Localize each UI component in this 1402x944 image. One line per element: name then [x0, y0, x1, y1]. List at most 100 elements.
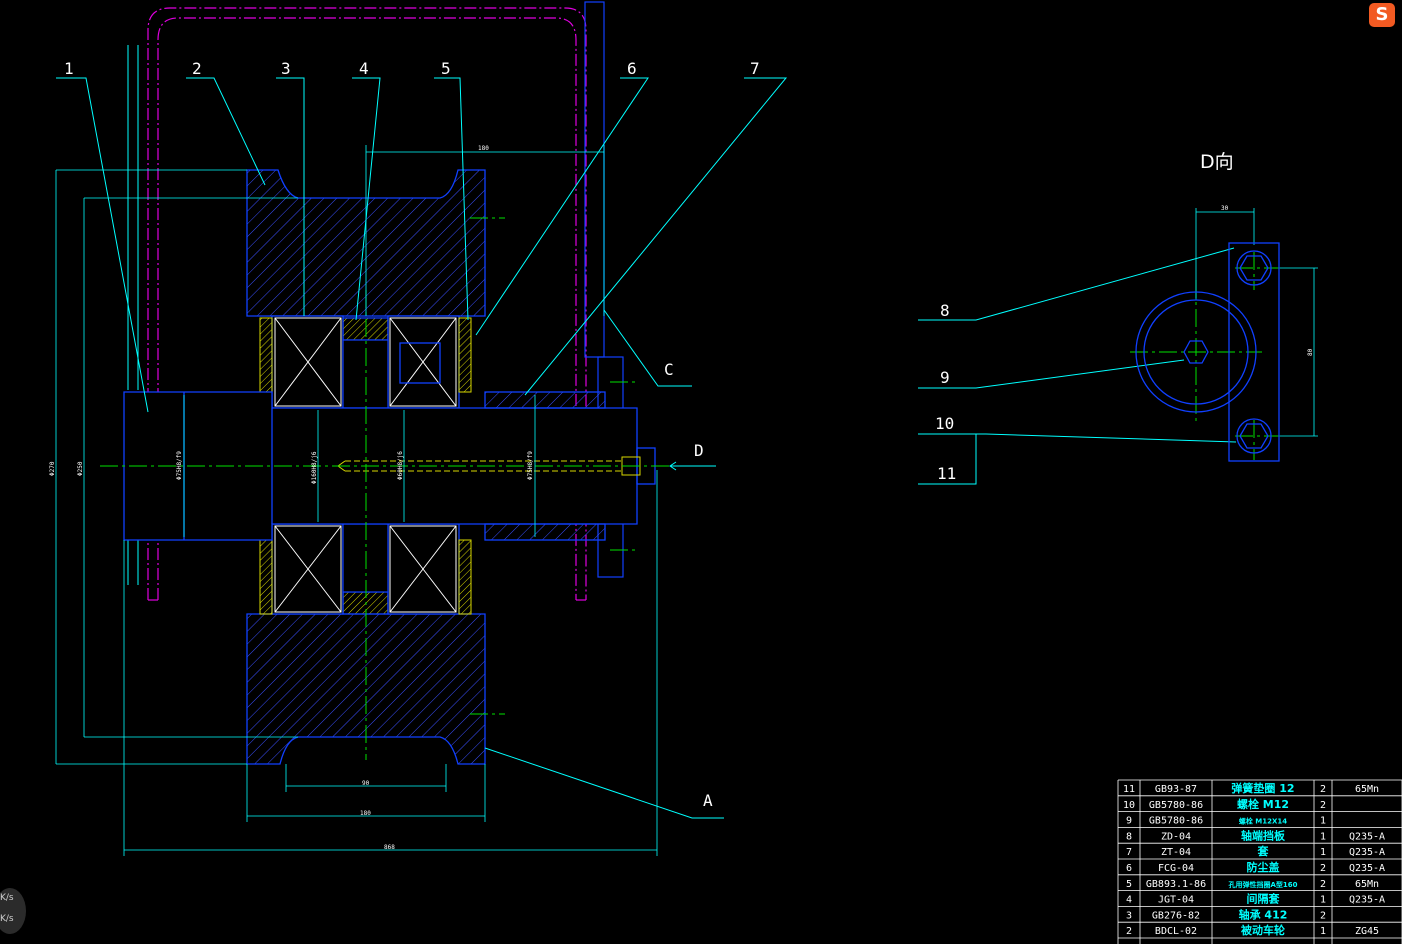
- bom-cell-code: ZT-04: [1161, 847, 1191, 858]
- bom-cell-qty: 1: [1320, 847, 1326, 858]
- leader-lines: [56, 77, 1237, 819]
- bom-row: 6 FCG-04 防尘盖 2 Q235-A: [1126, 860, 1385, 874]
- dimension-texts: 180 90 180 868 Φ270 Φ250 Φ75H8/f9 Φ160H8…: [49, 145, 1314, 851]
- label-1: 1: [64, 59, 74, 78]
- bom-cell-code: JGT-04: [1158, 895, 1194, 906]
- ref-label-a: A: [703, 791, 713, 810]
- bom-row: 11 GB93-87 弹簧垫圈 12 2 65Mn: [1123, 781, 1379, 795]
- dim-rim-outer: 180: [360, 810, 371, 817]
- frame-left-cyan: [127, 45, 139, 585]
- bom-cell-code: BDCL-02: [1155, 926, 1197, 937]
- bom-cell-mat: Q235-A: [1349, 863, 1385, 874]
- d-view: [1135, 242, 1280, 462]
- bom-row: 9 GB5780-86 螺栓 M12X14 1: [1126, 816, 1326, 827]
- bom-cell-mat: 65Mn: [1355, 879, 1379, 890]
- network-speed-widget[interactable]: K/s K/s: [0, 888, 26, 934]
- shaft-bolt: [337, 456, 641, 476]
- bom-cell-no: 4: [1126, 895, 1132, 906]
- d-arrow-label: D: [694, 441, 704, 460]
- dim-dview-width: 30: [1221, 205, 1229, 212]
- ref-label-c: C: [664, 360, 674, 379]
- leader-labels: 1 2 3 4 5 6 7 8 9 10 11 D向 D A C: [64, 59, 1234, 810]
- bom-cell-name: 螺栓 M12: [1237, 797, 1289, 811]
- bom-cell-no: 11: [1123, 784, 1135, 795]
- bom-cell-code: GB5780-86: [1149, 800, 1203, 811]
- bom-cell-code: FCG-04: [1158, 863, 1194, 874]
- bom-cell-qty: 2: [1320, 879, 1326, 890]
- bom-row: 5 GB893.1-86 孔用弹性挡圈A型160 2 65Mn: [1126, 879, 1379, 890]
- bom-cell-qty: 1: [1320, 926, 1326, 937]
- bom-cell-name: 弹簧垫圈 12: [1231, 781, 1294, 795]
- dimension-lines: [55, 145, 1318, 856]
- bom-cell-mat: ZG45: [1355, 926, 1379, 937]
- bom-cell-qty: 1: [1320, 831, 1326, 842]
- bom-cell-code: GB5780-86: [1149, 816, 1203, 827]
- bom-cell-mat: Q235-A: [1349, 847, 1385, 858]
- dim-shaft-right: Φ75H8/f9: [527, 451, 534, 480]
- upload-speed: K/s: [0, 893, 14, 903]
- bom-row: 8 ZD-04 轴端挡板 1 Q235-A: [1126, 828, 1385, 842]
- label-2: 2: [192, 59, 202, 78]
- dim-outer-dia: Φ270: [49, 461, 56, 476]
- label-6: 6: [627, 59, 637, 78]
- label-9: 9: [940, 368, 950, 387]
- dim-rim-inner: 90: [362, 780, 370, 787]
- bom-row: 2 BDCL-02 被动车轮 1 ZG45: [1126, 923, 1379, 937]
- dim-overall: 868: [384, 844, 395, 851]
- bom-cell-name: 轴端挡板: [1241, 828, 1286, 842]
- bom-cell-no: 8: [1126, 831, 1132, 842]
- bom-cell-code: GB276-82: [1152, 910, 1200, 921]
- bom-cell-no: 9: [1126, 816, 1132, 827]
- bom-cell-mat: 65Mn: [1355, 784, 1379, 795]
- bom-cell-name: 间隔套: [1247, 892, 1281, 906]
- bom-row: 10 GB5780-86 螺栓 M12 2: [1123, 797, 1326, 811]
- label-4: 4: [359, 59, 369, 78]
- d-view-title: D向: [1200, 151, 1234, 173]
- bearings: [274, 317, 457, 613]
- label-3: 3: [281, 59, 291, 78]
- bom-cell-qty: 2: [1320, 784, 1326, 795]
- bom-cell-code: GB893.1-86: [1146, 879, 1206, 890]
- dim-inner-dia: Φ250: [77, 461, 84, 476]
- bom-cell-no: 5: [1126, 879, 1132, 890]
- bom-cell-name: 被动车轮: [1241, 923, 1285, 937]
- bom-cell-qty: 1: [1320, 816, 1326, 827]
- bom-row: 3 GB276-82 轴承 412 2: [1126, 907, 1326, 921]
- shaft: [123, 342, 656, 541]
- label-8: 8: [940, 301, 950, 320]
- label-11: 11: [937, 464, 956, 483]
- centre-lines: [100, 217, 1280, 760]
- bom-cell-code: GB93-87: [1155, 784, 1197, 795]
- bom-cell-mat: Q235-A: [1349, 831, 1385, 842]
- bom-cell-no: 2: [1126, 926, 1132, 937]
- bom-cell-mat: Q235-A: [1349, 895, 1385, 906]
- bom-cell-name: 孔用弹性挡圈A型160: [1228, 880, 1297, 889]
- label-10: 10: [935, 414, 954, 433]
- label-5: 5: [441, 59, 451, 78]
- dim-bearing: Φ160H8/j6: [311, 451, 318, 484]
- label-7: 7: [750, 59, 760, 78]
- bom-cell-no: 10: [1123, 800, 1135, 811]
- bom-row: 7 ZT-04 套 1 Q235-A: [1126, 844, 1385, 858]
- bom-row: 4 JGT-04 间隔套 1 Q235-A: [1126, 892, 1385, 906]
- bom-cell-qty: 2: [1320, 863, 1326, 874]
- bom-cell-name: 螺栓 M12X14: [1239, 817, 1287, 826]
- bom-cell-name: 套: [1258, 844, 1270, 858]
- bom-cell-no: 3: [1126, 910, 1132, 921]
- bom-cell-name: 轴承 412: [1239, 907, 1288, 921]
- dim-dview-height: 80: [1307, 348, 1314, 356]
- bom-cell-qty: 2: [1320, 910, 1326, 921]
- dim-top-width: 180: [478, 145, 489, 152]
- bom-cell-code: ZD-04: [1161, 831, 1191, 842]
- bom-cell-qty: 1: [1320, 895, 1326, 906]
- app-logo-icon[interactable]: S: [1369, 3, 1395, 27]
- dim-shaft-left: Φ75H8/f9: [176, 451, 183, 480]
- bom-cell-no: 6: [1126, 863, 1132, 874]
- dust-covers: [259, 317, 472, 615]
- bom-cell-qty: 2: [1320, 800, 1326, 811]
- dim-shaft-mid: Φ60H8/j6: [397, 451, 404, 480]
- bom-cell-no: 7: [1126, 847, 1132, 858]
- bom-cell-name: 防尘盖: [1247, 860, 1280, 874]
